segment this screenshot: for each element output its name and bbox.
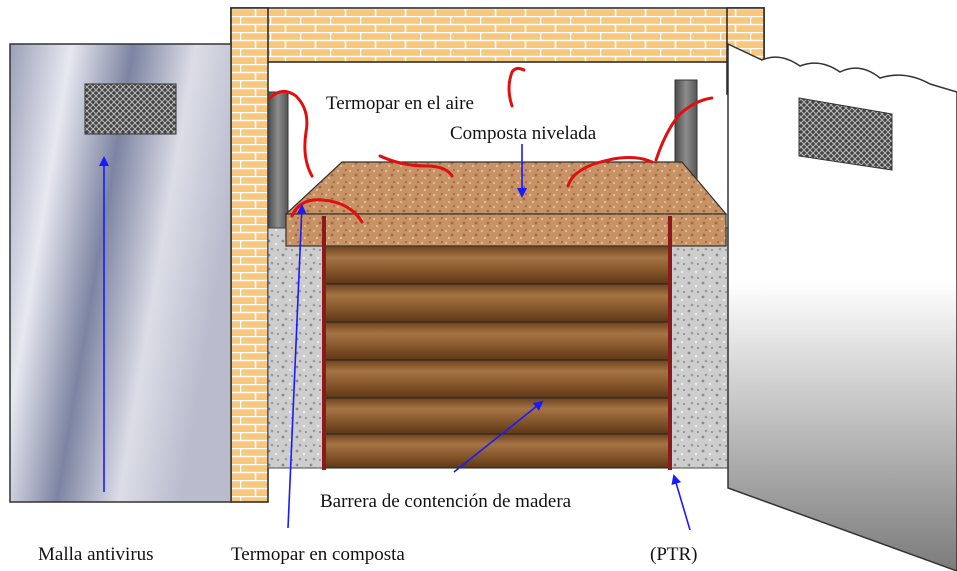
right-door xyxy=(727,42,957,571)
label-compost-thermocouple: Termopar en composta xyxy=(231,544,405,565)
label-wood-barrier: Barrera de contención de madera xyxy=(320,491,572,512)
arrow-ptr xyxy=(671,474,691,531)
label-antivirus-mesh: Malla antivirus xyxy=(38,544,154,565)
callout-arrows xyxy=(99,144,691,531)
label-air-thermocouple: Termopar en el aire xyxy=(326,93,474,114)
left-air-post xyxy=(267,91,289,229)
label-leveled-compost: Composta nivelada xyxy=(450,123,597,144)
compost-front xyxy=(285,213,727,247)
brick-top-beam xyxy=(230,7,765,63)
wood-retaining-barrier xyxy=(323,245,671,469)
right-door-mesh xyxy=(798,97,893,171)
arrow-compost-thermocouple xyxy=(287,204,307,529)
arrow-wood-barrier xyxy=(453,400,544,473)
compost-top xyxy=(284,161,728,215)
brick-left-wall xyxy=(230,7,269,503)
right-gravel xyxy=(669,227,729,469)
label-ptr: (PTR) xyxy=(650,544,698,565)
left-door-mesh xyxy=(84,83,177,135)
